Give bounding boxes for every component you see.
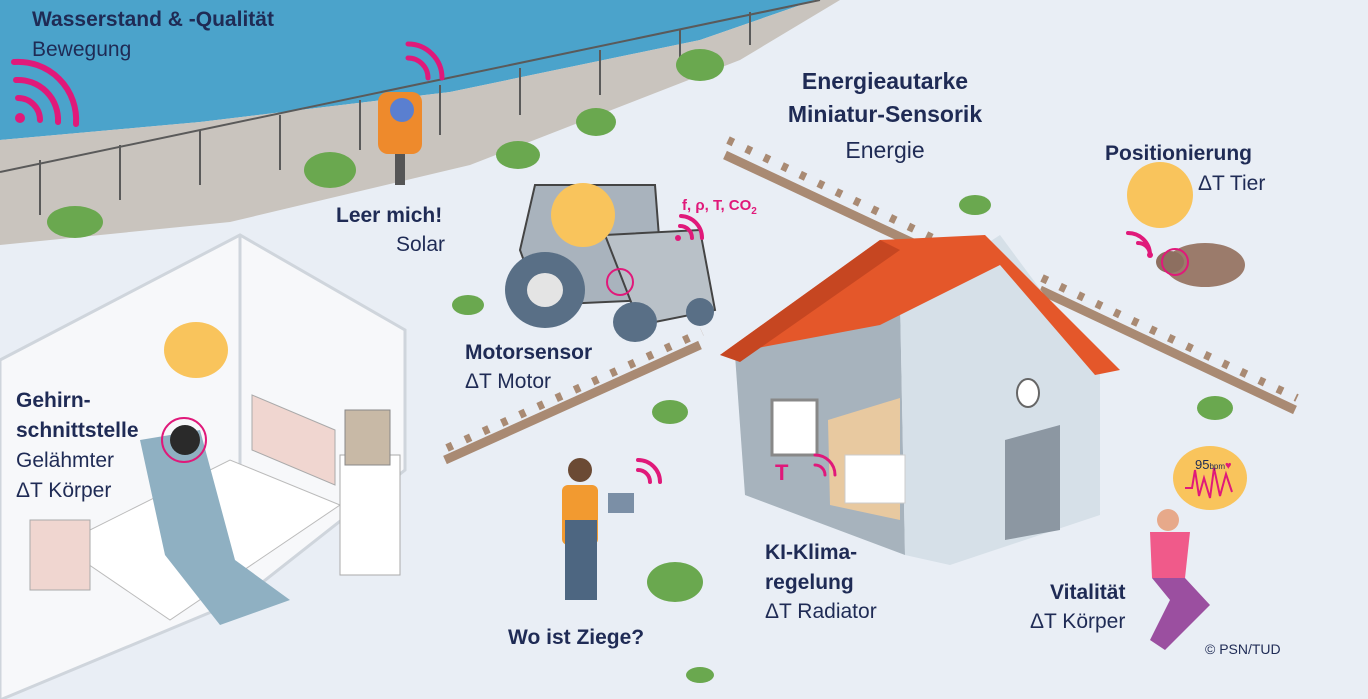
label-motor-sub: ΔT Motor — [465, 370, 551, 393]
label-brain-line2: schnittstelle — [16, 419, 139, 442]
label-brain-sub1: Gelähmter — [16, 449, 115, 472]
label-brain-line1: Gehirn- — [16, 389, 91, 412]
wifi-icon-tractor — [675, 214, 705, 241]
wifi-icon-water — [11, 58, 80, 127]
label-heart-rate: 95bpm♥ — [1195, 457, 1232, 472]
label-water-title: Wasserstand & -Qualität — [32, 8, 274, 31]
wifi-icon-animal — [1126, 231, 1153, 258]
label-bin-title: Leer mich! — [336, 204, 443, 227]
house — [720, 235, 1120, 565]
label-bin-sub: Solar — [396, 233, 446, 256]
wifi-icon-radiator — [813, 453, 837, 477]
label-animal-title: Positionierung — [1105, 142, 1252, 165]
shore-fence — [0, 0, 821, 215]
label-water-sub: Bewegung — [32, 38, 132, 61]
label-center-line2: Miniatur-Sensorik — [787, 101, 983, 127]
animal-pig — [1127, 162, 1245, 287]
label-motor-title: Motorsensor — [465, 341, 593, 364]
copyright: © PSN/TUD — [1205, 641, 1281, 657]
label-animal-sub: ΔT Tier — [1198, 172, 1266, 195]
label-center-line1: Energieautarke — [801, 68, 969, 94]
label-climate-line2: regelung — [765, 571, 854, 594]
solar-trash-bin — [378, 92, 422, 185]
wifi-icon-bin — [405, 41, 445, 81]
coffee-machine — [339, 409, 401, 576]
runner — [1150, 446, 1247, 650]
label-center-sub: Energie — [845, 137, 925, 163]
tractor — [505, 183, 717, 342]
label-vital-sub: ΔT Körper — [1030, 610, 1126, 633]
water — [0, 0, 815, 140]
label-vital-title: Vitalität — [1050, 581, 1126, 604]
label-temperature-symbol: T — [775, 460, 789, 485]
wifi-icon-farmer — [636, 458, 662, 484]
hospital-bed — [29, 322, 342, 625]
heart-icon: ♥ — [1225, 460, 1232, 472]
label-climate-sub: ΔT Radiator — [765, 600, 877, 623]
label-climate-line1: KI-Klima- — [765, 541, 858, 564]
label-goat-title: Wo ist Ziege? — [508, 626, 645, 649]
label-brain-sub2: ΔT Körper — [16, 479, 112, 502]
farmer — [562, 458, 634, 600]
label-motor-params: f, ρ, T, CO2 — [682, 197, 757, 217]
